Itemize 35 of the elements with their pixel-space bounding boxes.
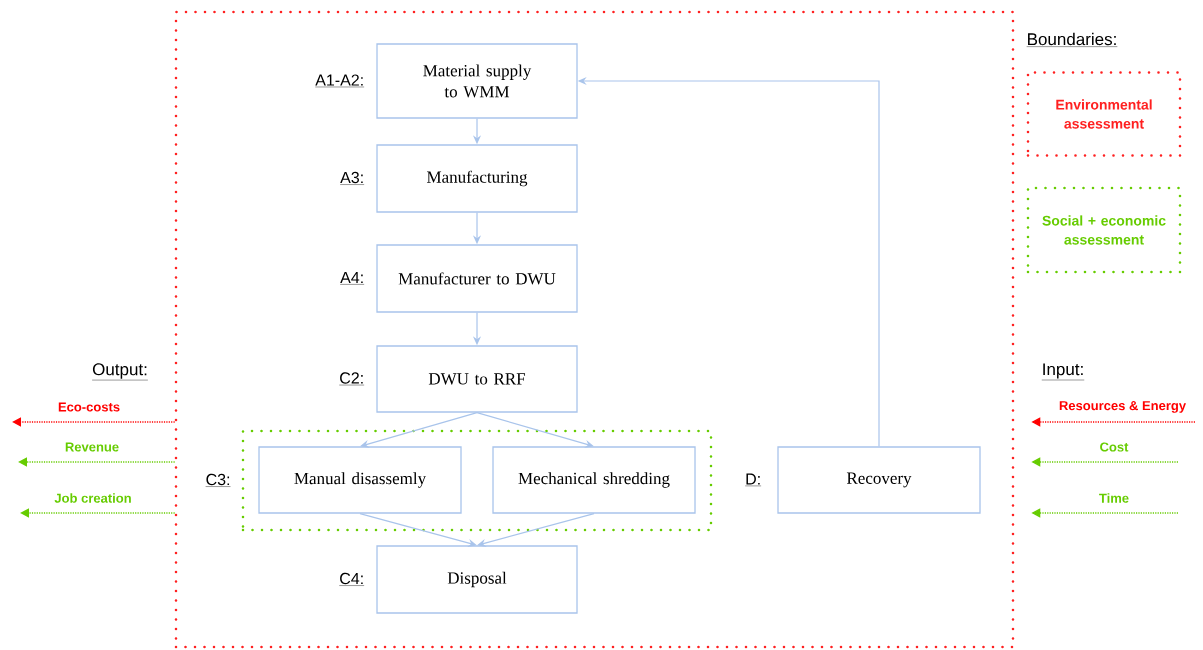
stage-label: A1-A2: <box>315 74 365 88</box>
edge-label: Time <box>1097 492 1131 504</box>
process-box: Disposal <box>376 545 578 614</box>
process-box: Manual disassemly <box>258 446 462 514</box>
legend-box: Environmental assessment <box>1026 71 1182 157</box>
process-box: DWU to RRF <box>376 345 578 413</box>
process-box: Material supply to WMM <box>376 43 578 119</box>
boundary-box <box>241 429 713 532</box>
legend-box: Social + economic assessment <box>1026 186 1182 274</box>
process-box: Manufacturing <box>376 144 578 213</box>
process-box: Manufacturer to DWU <box>376 244 578 313</box>
edge-label: Cost <box>1098 441 1130 453</box>
arrow <box>359 513 477 547</box>
heading-label: Input: <box>1041 363 1085 381</box>
stage-label: C3: <box>205 473 231 487</box>
stage-label: D: <box>744 473 762 487</box>
process-box: Recovery <box>777 446 981 514</box>
process-box: Mechanical shredding <box>492 446 696 514</box>
arrow <box>20 508 176 518</box>
edge-label: Revenue <box>63 441 121 453</box>
stage-label: C4: <box>339 572 365 586</box>
arrow <box>12 417 176 427</box>
edge-label: Eco-costs <box>56 401 122 413</box>
boundary-box <box>174 10 1015 649</box>
arrow <box>360 412 478 448</box>
arrow <box>476 412 594 448</box>
edge-label: Job creation <box>53 492 133 504</box>
heading-label: Output: <box>91 363 149 381</box>
arrow <box>477 513 595 547</box>
stage-label: A4: <box>339 272 365 285</box>
stage-label: A3: <box>339 171 365 185</box>
heading-label: Boundaries: <box>1026 32 1118 47</box>
stage-label: C2: <box>339 372 365 386</box>
arrow <box>18 457 176 467</box>
edge-label: Resources & Energy <box>1057 400 1188 414</box>
